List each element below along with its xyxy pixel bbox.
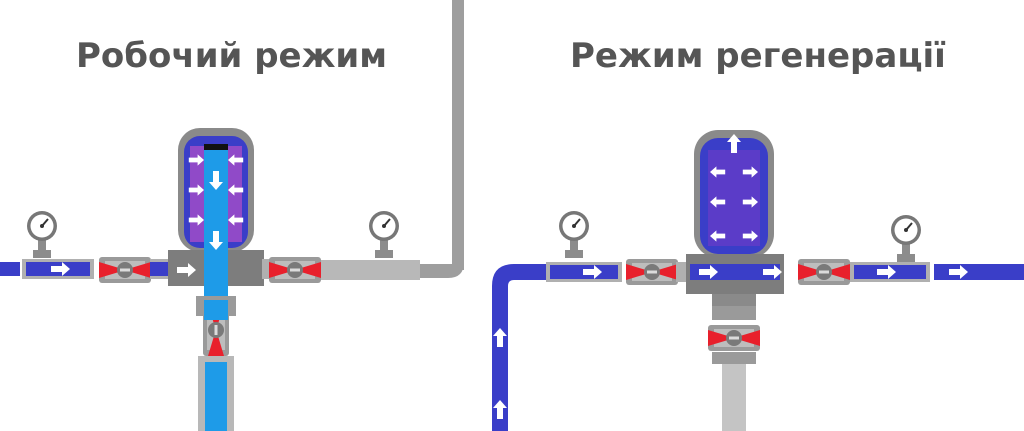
filter-cartridge (708, 150, 760, 246)
ball-valve-icon (626, 259, 678, 285)
ball-valve-icon (269, 257, 321, 283)
pressure-gauge-icon (558, 210, 590, 259)
ball-valve-icon (708, 325, 760, 351)
drain-pipe-vertical (452, 0, 464, 270)
flush-water (204, 300, 228, 320)
manifold-bottom (712, 294, 756, 306)
drain-pipe-elbow (410, 262, 464, 278)
ball-valve-icon (798, 259, 850, 285)
regeneration-mode-title: Режим регенерації (570, 36, 946, 76)
flush-water-column (205, 362, 227, 431)
cartridge-cap (204, 144, 228, 150)
outlet-water-pipe (934, 264, 1024, 280)
inlet-pipe-stub (0, 262, 20, 276)
drain-fitting (712, 306, 756, 320)
drain-pipe (722, 364, 746, 431)
pipe-segment (676, 262, 688, 282)
drain-fitting (712, 352, 756, 364)
regeneration-mode-diagram (492, 130, 1024, 431)
outlet-pipe (320, 260, 420, 280)
pressure-gauge-icon (368, 210, 400, 259)
working-mode-diagram (0, 0, 464, 431)
pressure-gauge-icon (26, 210, 58, 259)
working-mode-title: Робочий режим (76, 36, 388, 76)
pressure-gauge-icon (890, 214, 922, 263)
clean-water-channel (204, 250, 228, 296)
inlet-pipe-elbow (492, 264, 548, 431)
ball-valve-icon (99, 257, 151, 283)
